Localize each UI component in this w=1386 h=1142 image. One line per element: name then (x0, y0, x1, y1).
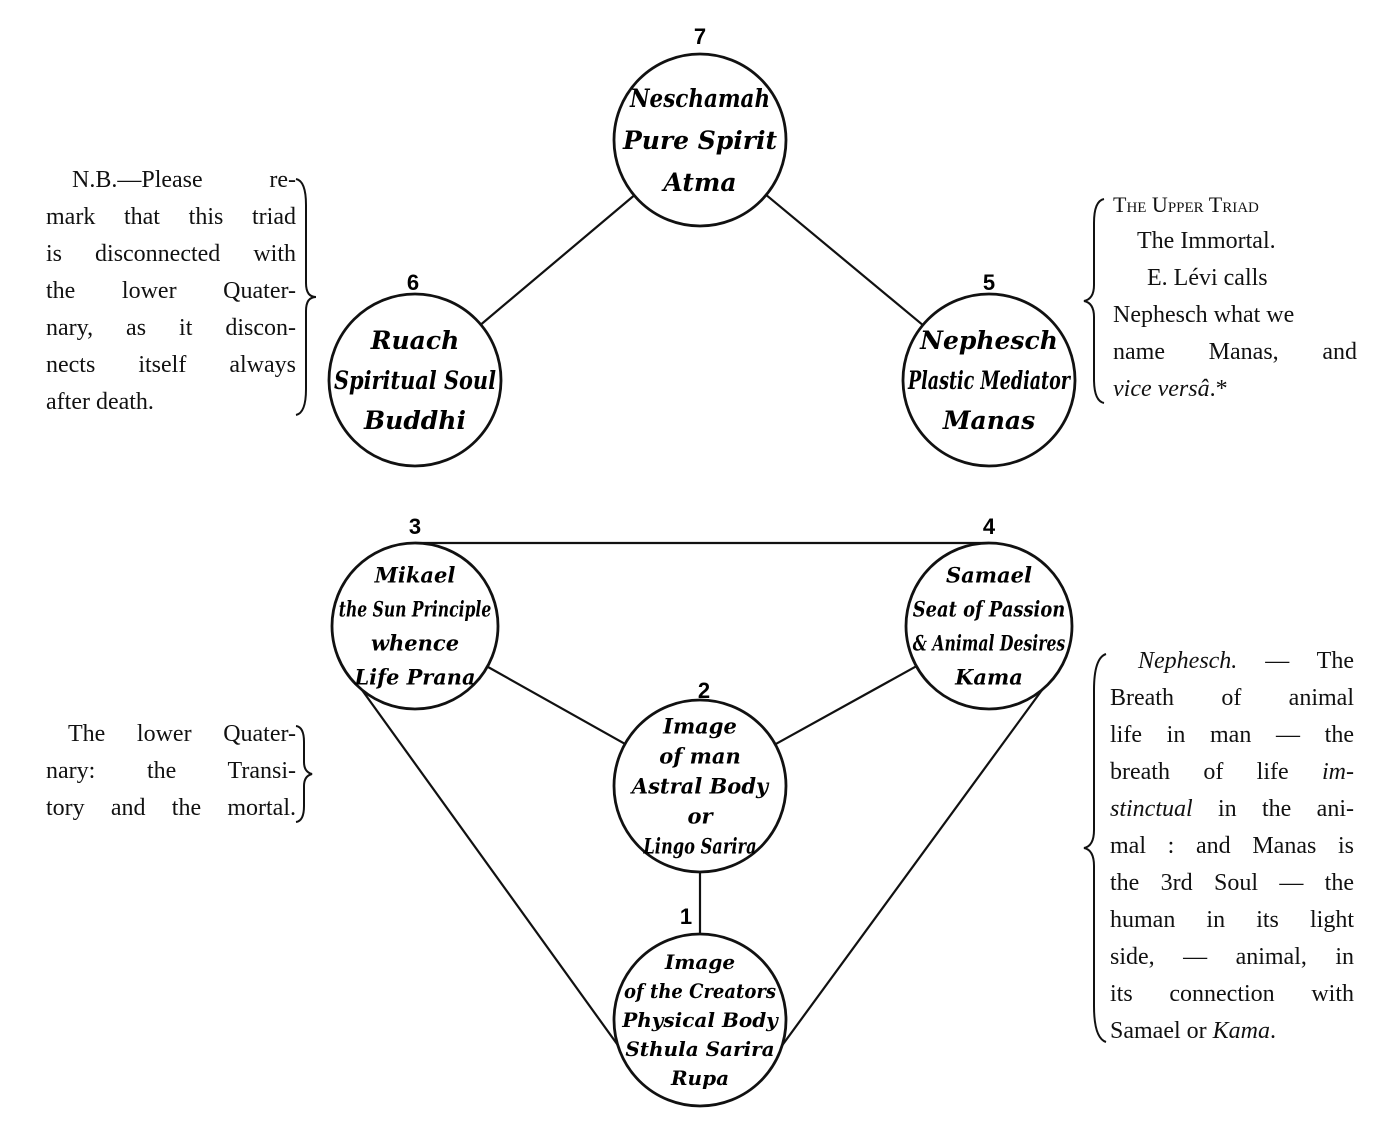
node-circle-3 (330, 541, 500, 711)
node-circle-5 (901, 292, 1077, 468)
node-label-2: Astral Body (630, 773, 770, 798)
node-label-4: Kama (954, 664, 1023, 689)
note-nb-line: mark that this triad (46, 204, 296, 230)
node-label-2: or (687, 803, 714, 828)
note-nephesch: Nephesch. — The Breath of animal life in… (1110, 643, 1354, 1050)
note-upper-triad-italic: vice versâ (1113, 376, 1210, 402)
node-label-3: Mikael (374, 562, 456, 587)
note-nephesch-line: life in man — the (1110, 722, 1354, 748)
node-number-1: 1 (680, 904, 692, 929)
node-label-1: Sthula Sarira (625, 1037, 774, 1061)
node-label-1: Physical Body (621, 1008, 779, 1032)
node-circle-4 (904, 541, 1074, 711)
node-label-6: Ruach (370, 326, 460, 355)
note-nephesch-text: Samael or (1110, 1018, 1213, 1044)
node-label-4: Seat of Passion (913, 596, 1065, 621)
note-nephesch-text: . (1269, 1018, 1276, 1044)
note-lower-quaternary-line: tory and the mortal. (46, 795, 296, 821)
note-nephesch-lead: Nephesch. (1138, 648, 1238, 674)
node-label-3: Life Prana (354, 664, 476, 689)
note-upper-triad-tail: .* (1209, 376, 1228, 402)
note-nb: N.B.—Please re- mark that this triad is … (46, 162, 296, 421)
edge-3-1 (361, 689, 631, 1063)
note-lower-quaternary-line: The lower Quater- (68, 721, 296, 747)
node-number-4: 4 (983, 514, 996, 539)
note-nb-line: the lower Quater- (46, 278, 296, 304)
brace-nb (295, 178, 317, 416)
edge-3-2 (486, 665, 626, 745)
node-label-4: & Animal Desires (913, 630, 1066, 655)
edge-4-2 (774, 665, 917, 746)
node-label-3: the Sun Principle (339, 596, 491, 621)
note-nephesch-text: in the ani- (1192, 796, 1354, 822)
note-nephesch-line: human in its light (1110, 907, 1354, 933)
node-label-1: of the Creators (624, 979, 776, 1003)
note-upper-triad-line: name Manas, and (1113, 339, 1357, 365)
brace-lower-quaternary (295, 725, 313, 823)
note-nephesch-line: its connection with (1110, 981, 1354, 1007)
note-nephesch-line: the 3rd Soul — the (1110, 870, 1354, 896)
edge-7-6 (480, 194, 635, 326)
note-upper-triad-line: Nephesch what we (1113, 302, 1295, 328)
node-label-5: Nephesch (919, 326, 1058, 355)
node-label-2: of man (659, 743, 740, 768)
node-circle-1 (612, 932, 788, 1108)
node-circle-2 (612, 698, 788, 874)
node-label-5: Manas (942, 406, 1035, 435)
note-nb-line: nary, as it discon- (46, 315, 296, 341)
note-lower-quaternary-line: nary: the Transi- (46, 758, 296, 784)
brace-nephesch (1083, 653, 1107, 1043)
node-label-7: Atma (661, 168, 736, 197)
node-label-2: Image (662, 713, 737, 738)
node-label-6: Spiritual Soul (334, 366, 496, 395)
node-label-7: Neschamah (629, 84, 770, 113)
node-circle-7 (612, 52, 788, 228)
note-nephesch-line: side, — animal, in (1110, 944, 1354, 970)
node-label-7: Pure Spirit (622, 126, 777, 155)
note-nephesch-lead-rest: — The (1237, 648, 1354, 674)
note-upper-triad-line: E. Lévi calls (1147, 265, 1268, 291)
node-label-4: Samael (946, 562, 1032, 587)
node-number-7: 7 (694, 24, 706, 49)
node-label-6: Buddhi (363, 406, 466, 435)
node-number-3: 3 (409, 514, 421, 539)
note-upper-triad-line: The Immortal. (1137, 228, 1276, 254)
note-nephesch-line: Breath of animal (1110, 685, 1354, 711)
node-number-2: 2 (698, 678, 710, 703)
brace-upper-triad (1083, 198, 1105, 404)
edge-7-5 (765, 194, 924, 326)
note-nephesch-line: Samael or Kama. (1110, 1013, 1354, 1050)
node-label-3: whence (371, 630, 459, 655)
edge-4-1 (769, 689, 1043, 1063)
node-label-5: Plastic Mediator (907, 366, 1071, 395)
note-upper-triad-heading: The Upper Triad (1113, 192, 1259, 217)
node-label-2: Lingo Sarira (643, 833, 757, 858)
note-nephesch-italic: im- (1322, 759, 1354, 785)
note-nephesch-line: stinctual in the ani- (1110, 791, 1354, 828)
note-nephesch-line: breath of life im- (1110, 754, 1354, 791)
note-nb-line: nects itself always (46, 352, 296, 378)
note-upper-triad: The Upper Triad The Immortal. E. Lévi ca… (1113, 186, 1363, 408)
node-circle-6 (327, 292, 503, 468)
note-nephesch-text: breath of life (1110, 759, 1322, 785)
note-upper-triad-line: vice versâ.* (1113, 371, 1363, 408)
note-lower-quaternary: The lower Quater- nary: the Transi- tory… (46, 716, 296, 827)
note-nephesch-italic: stinctual (1110, 796, 1193, 822)
note-nb-line: N.B.—Please re- (72, 167, 296, 193)
note-nb-line: is disconnected with (46, 241, 296, 267)
node-label-1: Rupa (670, 1066, 729, 1090)
note-nephesch-line: Nephesch. — The (1110, 643, 1354, 680)
note-nephesch-italic: Kama (1212, 1018, 1270, 1044)
note-nephesch-line: mal : and Manas is (1110, 833, 1354, 859)
node-number-6: 6 (407, 270, 419, 295)
node-number-5: 5 (983, 270, 995, 295)
node-label-1: Image (664, 950, 735, 974)
note-nb-line: after death. (46, 389, 154, 415)
